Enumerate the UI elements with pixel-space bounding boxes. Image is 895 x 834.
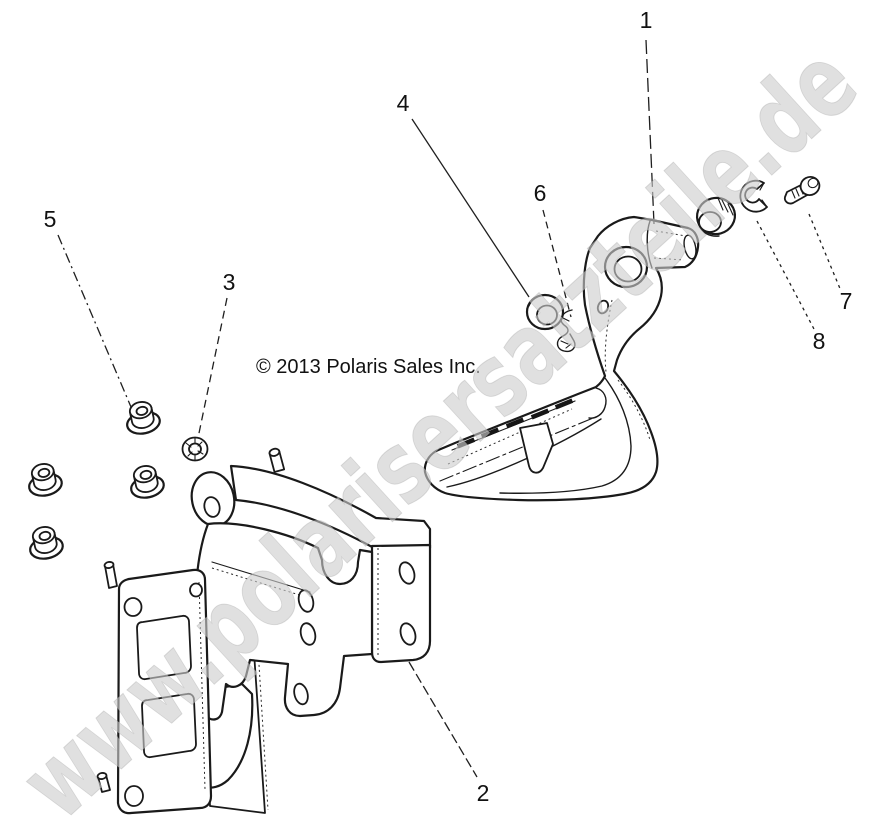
spring-clip bbox=[556, 309, 576, 353]
leader-line-3 bbox=[197, 297, 228, 439]
flange-slot-lower bbox=[399, 622, 417, 646]
bracket-stud bbox=[268, 447, 286, 473]
pivot-cylinder-line-top bbox=[655, 230, 687, 237]
flange-slot-upper bbox=[398, 561, 416, 585]
copyright-text: © 2013 Polaris Sales Inc. bbox=[256, 356, 481, 378]
pad-centerline bbox=[439, 415, 599, 482]
pivot-cylinder-line-bottom bbox=[653, 257, 685, 261]
flange-bolt bbox=[783, 175, 821, 205]
mount-bracket bbox=[185, 447, 432, 814]
star-washer bbox=[181, 436, 209, 462]
leader-line-6 bbox=[542, 209, 572, 318]
gasket-cutout-upper bbox=[136, 614, 192, 681]
pivot-washer bbox=[525, 293, 565, 331]
bracket-top-arm bbox=[229, 464, 432, 550]
gasket-stud-bottom bbox=[96, 772, 111, 793]
blade-inner-contour bbox=[499, 377, 632, 494]
body-slot-lower bbox=[299, 622, 317, 646]
leader-line-1 bbox=[645, 39, 655, 225]
callout-3-label: 3 bbox=[223, 269, 236, 295]
leader-lines bbox=[57, 39, 842, 778]
bracket-body-face bbox=[194, 522, 374, 721]
flange-nut-3 bbox=[130, 465, 165, 499]
gasket-plate bbox=[96, 561, 213, 815]
gasket-hole-top-right bbox=[189, 582, 203, 598]
gasket-hole-top-left bbox=[123, 597, 143, 617]
arm-centerline bbox=[604, 299, 613, 373]
callout-4-label: 4 bbox=[397, 90, 410, 116]
leader-line-4 bbox=[411, 118, 530, 298]
gasket-stud-top bbox=[103, 561, 118, 589]
gasket-hole-bottom-left bbox=[124, 785, 144, 807]
callout-7-label: 7 bbox=[840, 288, 853, 314]
leader-line-2 bbox=[408, 661, 478, 778]
bracket-pivot-hole bbox=[203, 496, 221, 518]
flange-nut-1 bbox=[126, 401, 161, 435]
flange-nut-4 bbox=[29, 526, 64, 560]
flange-nuts bbox=[28, 401, 165, 560]
pivot-bushing-cap bbox=[695, 196, 737, 237]
pad-lower-edge bbox=[446, 418, 602, 488]
pivot-boss-hole bbox=[613, 255, 643, 283]
callout-8-label: 8 bbox=[813, 328, 826, 354]
leader-line-7 bbox=[808, 213, 842, 292]
pad-tread-bars bbox=[456, 398, 574, 449]
bracket-face-fold bbox=[211, 561, 311, 593]
pivot-cylinder-bore bbox=[683, 234, 697, 260]
gasket-cutout-lower bbox=[141, 692, 197, 759]
callout-6-label: 6 bbox=[534, 180, 547, 206]
callout-labels: 1 2 3 4 5 6 7 8 bbox=[44, 7, 853, 806]
pivot-cylinder-joint bbox=[646, 220, 653, 269]
arm-pad-tab bbox=[519, 422, 554, 474]
body-slot-foot bbox=[293, 682, 309, 706]
e-clip bbox=[739, 179, 768, 213]
blade-outer-dotted bbox=[617, 379, 651, 441]
pedal-arm bbox=[423, 215, 700, 502]
arm-small-hole bbox=[596, 299, 610, 315]
leader-line-8 bbox=[756, 220, 815, 330]
callout-1-label: 1 bbox=[640, 7, 653, 33]
body-slot-upper bbox=[297, 589, 315, 613]
leader-line-5 bbox=[57, 234, 132, 408]
callout-5-label: 5 bbox=[44, 206, 57, 232]
flange-nut-2 bbox=[28, 463, 63, 497]
callout-2-label: 2 bbox=[477, 780, 490, 806]
bracket-face-fold-hidden bbox=[211, 567, 307, 598]
